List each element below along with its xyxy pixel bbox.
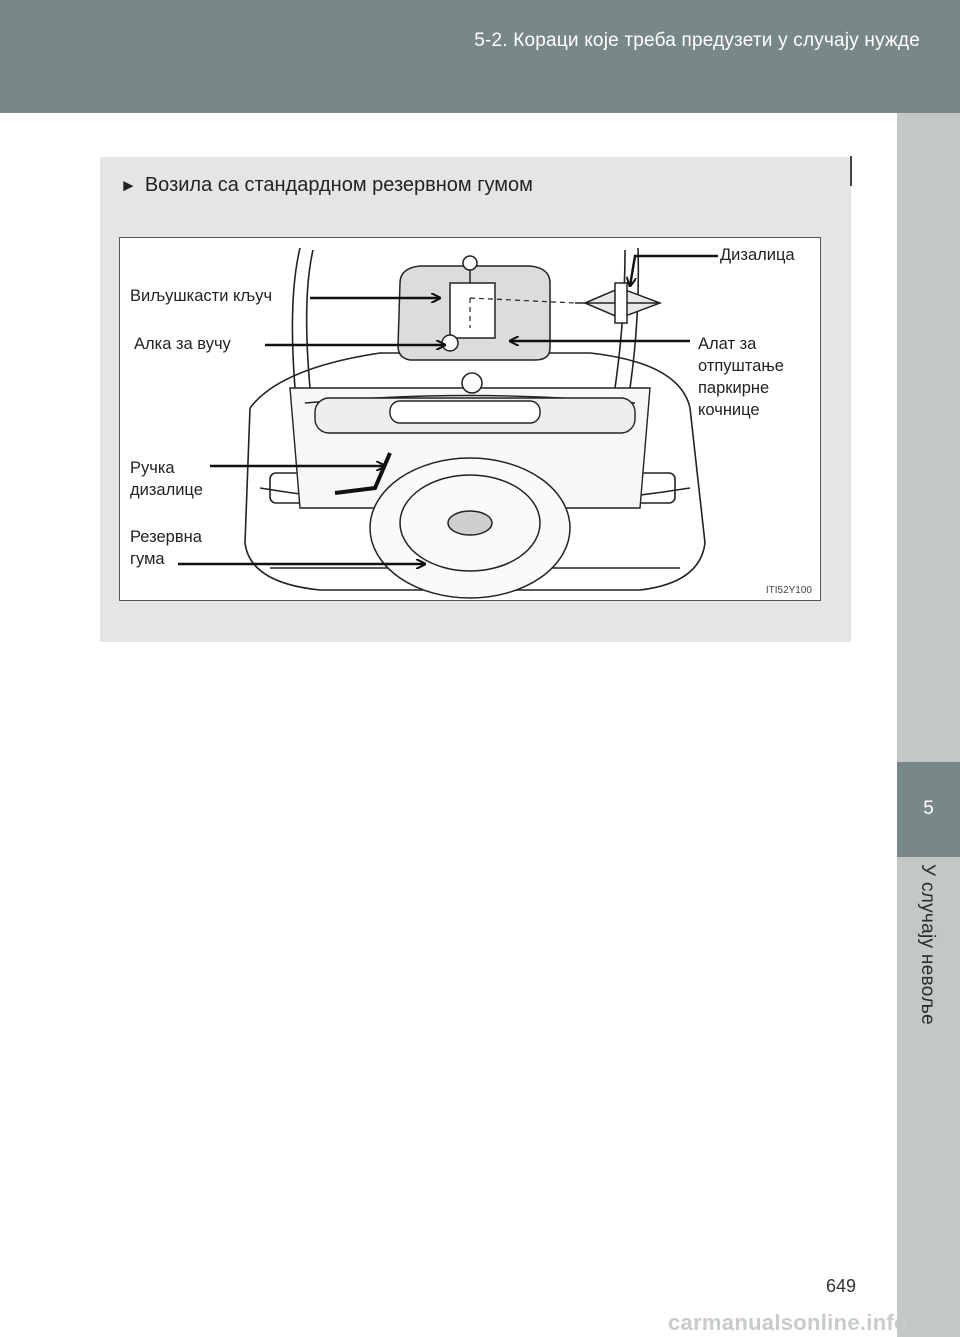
trunk-lid-struts bbox=[291, 247, 640, 389]
label-wheel-nut-wrench: Виљушкасти кључ bbox=[130, 287, 273, 305]
chapter-title: У случају невоље bbox=[917, 864, 938, 1025]
section-heading-text: Возила са стандардном резервном гумом bbox=[144, 174, 533, 196]
label-jack: Дизалица bbox=[720, 246, 795, 264]
page-header: 5-2. Кораци које треба предузети у случа… bbox=[0, 0, 960, 113]
label-jack-handle: Ручка дизалице bbox=[130, 459, 203, 499]
dashed-link bbox=[469, 297, 576, 328]
trunk-illustration: Дизалица Виљушкасти кључ Алка за вучу Ал… bbox=[119, 237, 821, 601]
chapter-side-tab bbox=[897, 113, 960, 1337]
tool-tray-drawing bbox=[397, 255, 551, 394]
chapter-number: 5 bbox=[923, 798, 934, 819]
label-towing-eyelet: Алка за вучу bbox=[134, 335, 231, 353]
section-divider bbox=[850, 156, 852, 186]
figure-code: ITI52Y100 bbox=[765, 585, 812, 596]
spare-tire-drawing bbox=[369, 457, 571, 599]
scissor-jack-drawing bbox=[575, 282, 663, 324]
label-parking-brake-release-tool: Алат за отпуштање паркирне кочнице bbox=[698, 335, 784, 419]
page-number: 649 bbox=[826, 1276, 857, 1296]
watermark-text: carmanualsonline.info bbox=[668, 1310, 908, 1335]
leader-arrows bbox=[178, 254, 718, 564]
label-spare-tire: Резервна гума bbox=[130, 528, 202, 568]
chapter-tab-active bbox=[897, 762, 960, 857]
section-heading: ► Возила са стандардном резервном гумом bbox=[120, 174, 533, 197]
section-breadcrumb: 5-2. Кораци које треба предузети у случа… bbox=[474, 30, 920, 51]
trunk-drawing bbox=[178, 247, 718, 599]
triangle-bullet-icon: ► bbox=[120, 176, 137, 195]
